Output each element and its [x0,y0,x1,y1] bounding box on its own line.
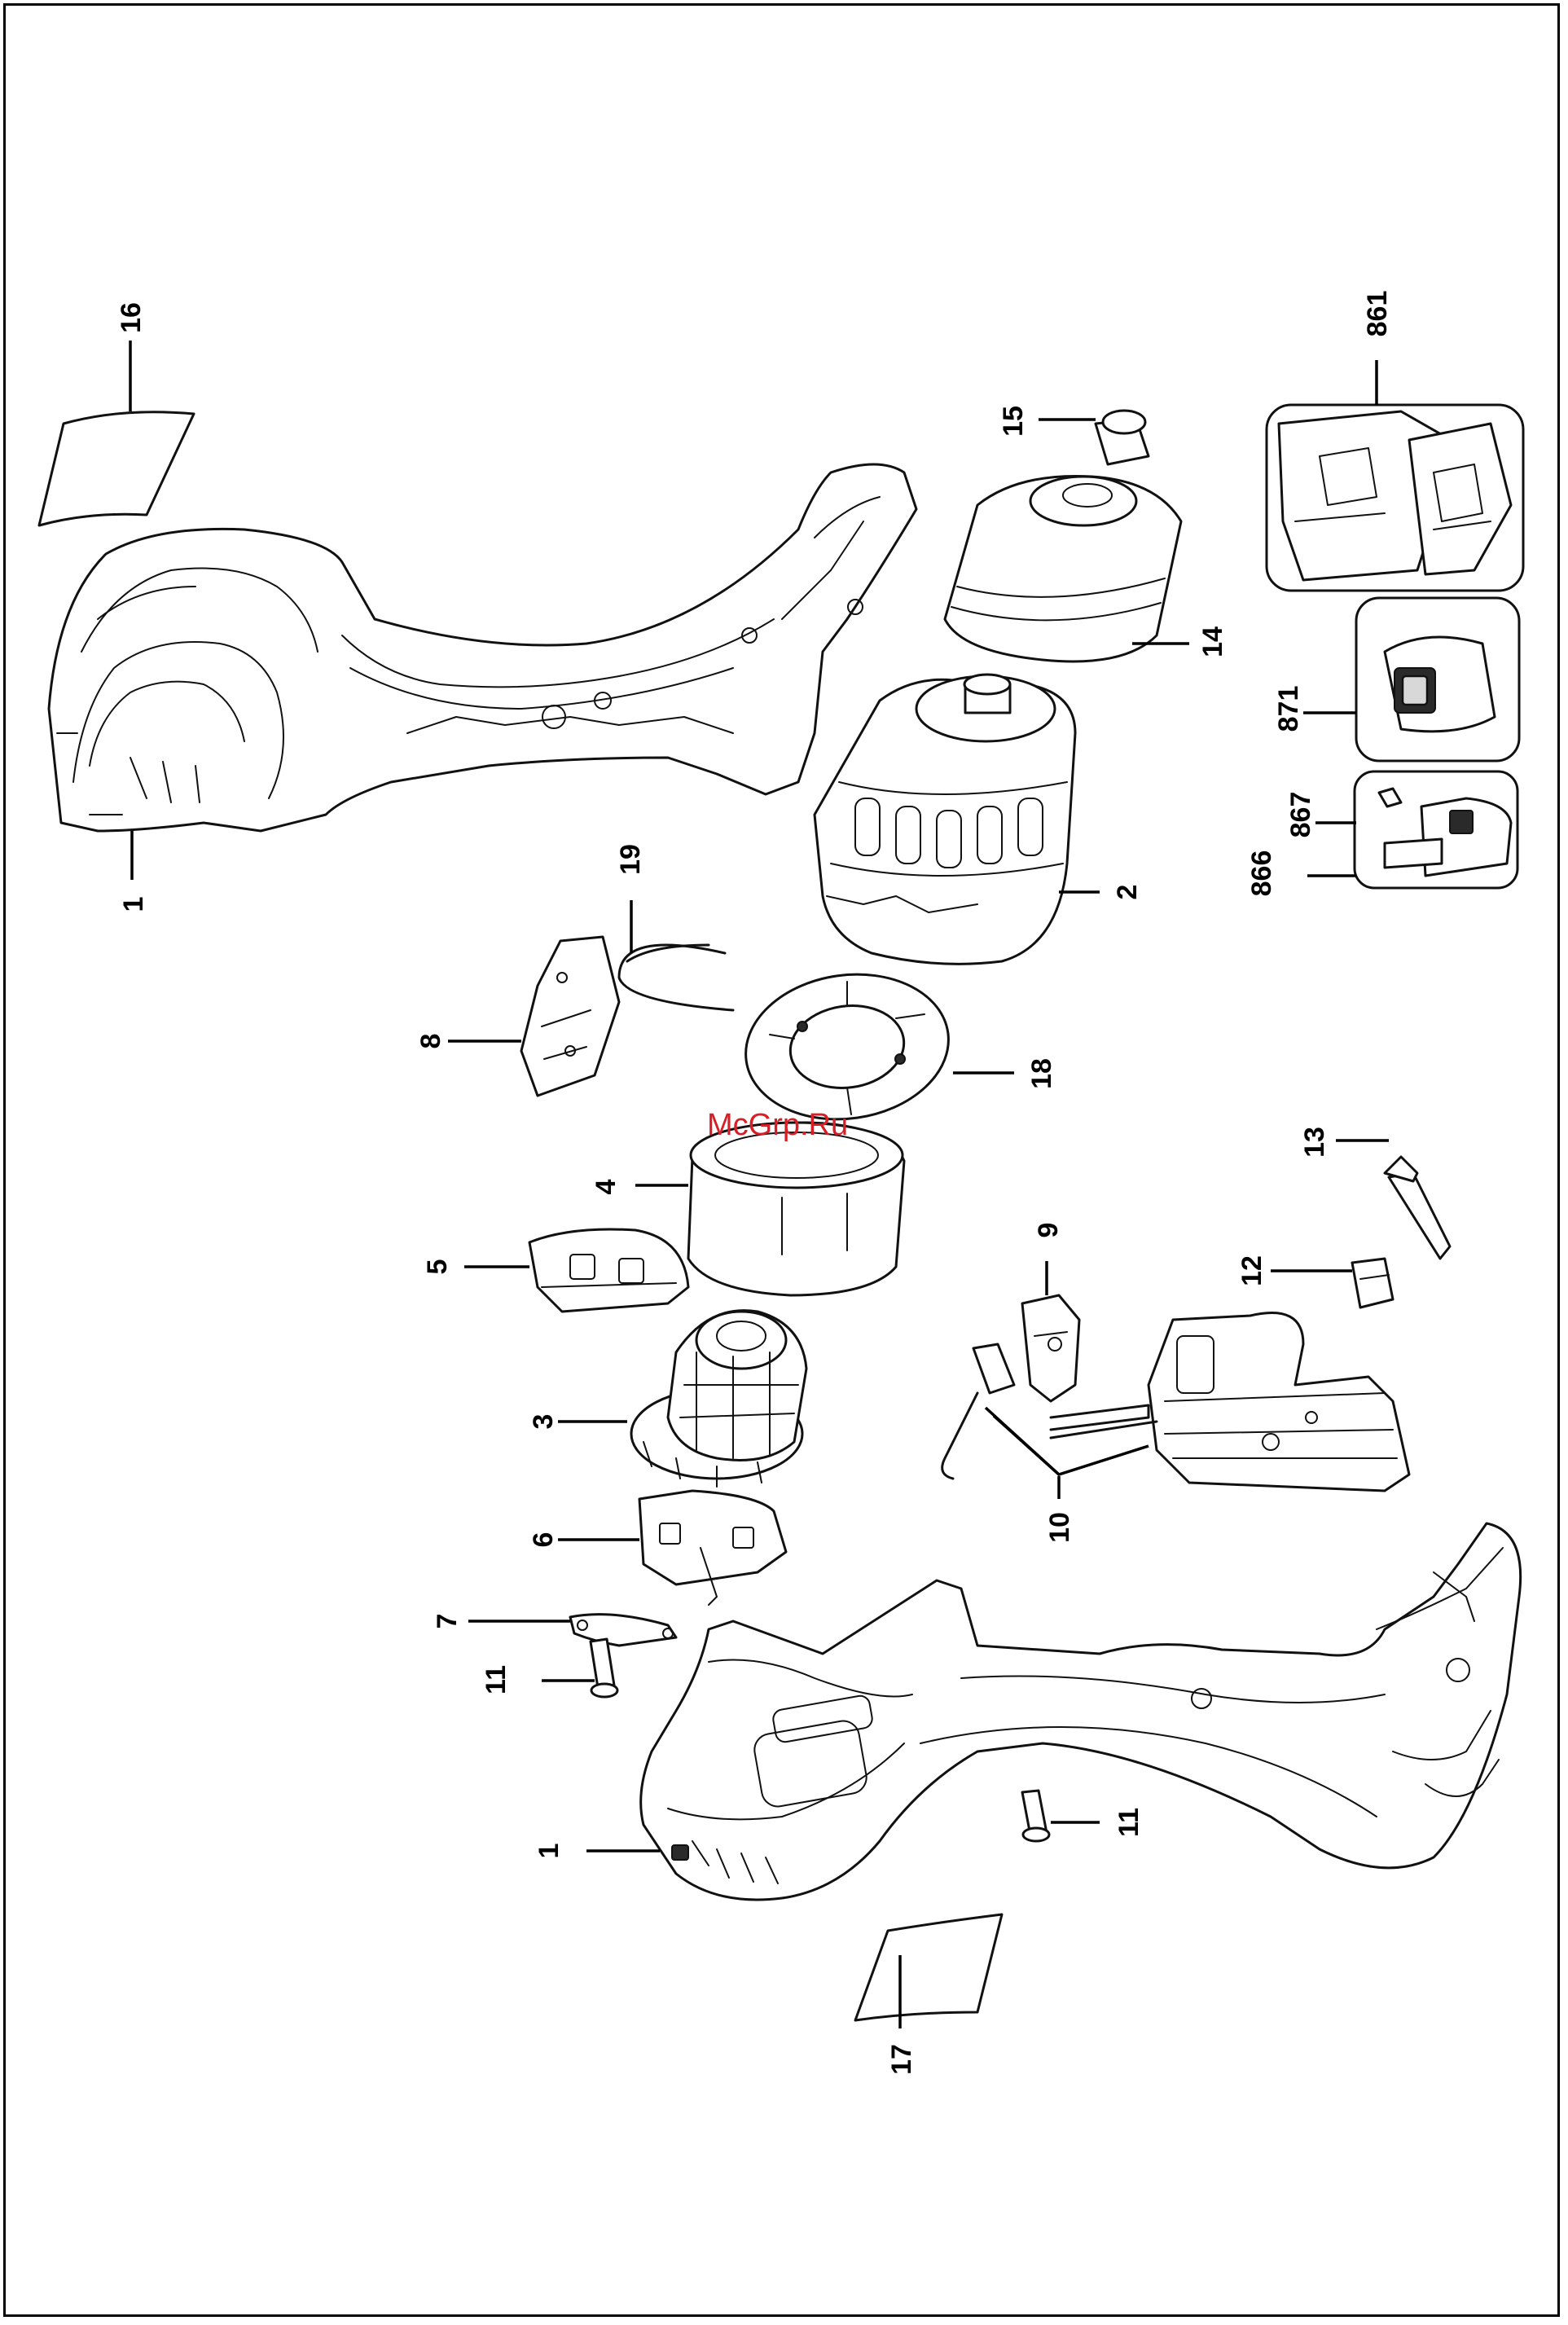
part-18-ring-plate [736,961,958,1132]
label-10: 10 [1044,1512,1075,1543]
label-19: 19 [615,844,646,875]
label-7: 7 [432,1614,463,1629]
label-18: 18 [1026,1058,1057,1089]
label-1-top: 1 [118,897,149,912]
part-10-spring-contact [942,1344,1014,1479]
part-6-brush-holder [639,1491,786,1605]
label-6: 6 [528,1532,559,1548]
part-7-retaining-clip [570,1615,676,1646]
label-5: 5 [422,1259,453,1275]
part-15-screw [1096,411,1149,464]
part-4-magnet-ring [688,1123,904,1295]
label-15: 15 [998,406,1029,437]
label-4: 4 [591,1179,621,1194]
label-1-bottom: 1 [534,1844,564,1859]
part-866-867-case-box [1355,771,1517,888]
label-9: 9 [1033,1223,1064,1238]
part-19-wire-spring [619,945,733,1010]
label-2: 2 [1112,885,1143,900]
part-11-screw-right [1022,1791,1049,1841]
label-866: 866 [1246,850,1277,897]
label-3: 3 [528,1414,559,1430]
part-13-bit [1385,1157,1450,1259]
label-11-left: 11 [481,1665,512,1694]
part-17-label-sheet [855,1914,1002,2020]
label-13: 13 [1299,1127,1330,1158]
part-1-housing-half-top [49,464,916,831]
part-2-gearbox [815,675,1075,964]
label-11-right: 11 [1113,1808,1144,1837]
part-1-housing-half-bottom [641,1523,1521,1900]
label-16: 16 [116,302,147,333]
label-867: 867 [1285,792,1316,838]
part-3-motor [631,1311,806,1487]
watermark-text: McGrp.Ru [707,1108,848,1142]
label-8: 8 [415,1034,446,1049]
label-12: 12 [1236,1255,1267,1286]
part-12-clip [1352,1259,1393,1308]
label-861: 861 [1362,291,1393,337]
part-8-bracket [521,937,619,1096]
label-871: 871 [1273,686,1304,732]
part-871-case-box [1356,598,1519,761]
label-17: 17 [886,2044,917,2075]
part-16-label-sheet [39,412,194,525]
part-9-switch-component [1022,1295,1079,1401]
part-10-switch-assembly [1051,1313,1409,1491]
part-5-end-cap [529,1229,688,1312]
part-14-chuck-cover [945,476,1181,661]
part-11-screw-left [591,1639,617,1697]
label-14: 14 [1197,626,1228,657]
part-861-case-box [1267,405,1523,591]
